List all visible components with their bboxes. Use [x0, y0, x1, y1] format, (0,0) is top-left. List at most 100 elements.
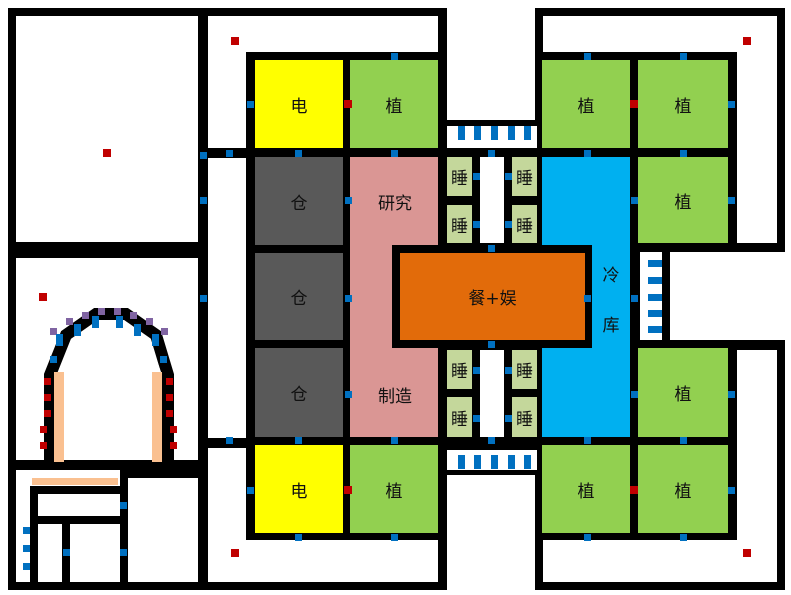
storage-room-1: 仓 [255, 157, 343, 245]
bedroom-hall-bottom [480, 350, 504, 437]
door [391, 437, 398, 444]
door [680, 534, 687, 541]
door [200, 197, 207, 204]
door [491, 455, 498, 469]
door [488, 437, 495, 444]
bedroom-hall-top [480, 157, 504, 243]
room-label: 仓 [290, 385, 308, 405]
door [680, 437, 687, 444]
bedroom: 睡 [447, 350, 472, 389]
tunnel-arch [40, 308, 177, 462]
room-label: 睡 [451, 362, 468, 382]
door [631, 197, 638, 204]
door [345, 295, 352, 302]
marker [231, 37, 239, 45]
door [474, 455, 481, 469]
sandbag-left [54, 372, 64, 462]
room-label: 睡 [516, 362, 533, 382]
room-label: 植 [674, 192, 692, 213]
room-label: 冷 [602, 265, 620, 286]
door [584, 437, 591, 444]
door [391, 150, 398, 157]
door [474, 126, 481, 140]
door [584, 53, 591, 60]
marker [103, 149, 111, 157]
door [200, 152, 207, 159]
room-label: 电 [290, 481, 308, 502]
storage-room-3: 仓 [255, 348, 343, 437]
door [728, 101, 735, 108]
research-label-area: 研究 [350, 157, 440, 245]
door [505, 367, 512, 374]
door [295, 534, 302, 541]
door [295, 150, 302, 157]
sandbag-row [32, 478, 118, 485]
door [120, 549, 127, 556]
door [728, 391, 735, 398]
room-label: 仓 [290, 289, 308, 309]
room-label: 睡 [451, 216, 468, 237]
room-label: 制造 [378, 386, 412, 407]
marker [743, 549, 751, 557]
room-label: 睡 [451, 409, 468, 430]
freezer-label-2: 库 [592, 308, 630, 338]
door [508, 126, 515, 140]
marker [630, 486, 638, 494]
plant-room: 植 [350, 60, 438, 148]
marker [743, 37, 751, 45]
room-label: 研究 [378, 193, 412, 214]
door [391, 534, 398, 541]
room-label: 植 [674, 96, 692, 117]
bedroom: 睡 [512, 350, 537, 389]
room-label: 植 [385, 481, 403, 502]
bedroom: 睡 [447, 397, 472, 437]
plant-room: 植 [542, 60, 630, 148]
bedroom: 睡 [512, 205, 537, 243]
marker [39, 293, 47, 301]
room-label: 餐+娱 [468, 289, 517, 309]
door [23, 527, 30, 534]
vent [648, 277, 662, 284]
door [491, 126, 498, 140]
room-label: 电 [290, 96, 308, 117]
door [226, 150, 233, 157]
marker [344, 100, 352, 108]
room-bottom-left [128, 478, 198, 582]
room-label: 仓 [290, 193, 308, 214]
door [345, 197, 352, 204]
door [505, 221, 512, 228]
door [473, 415, 480, 422]
door [508, 455, 515, 469]
door [473, 221, 480, 228]
room-label: 植 [674, 481, 692, 502]
vent [648, 310, 662, 317]
door [391, 53, 398, 60]
room-label: 睡 [516, 216, 533, 237]
marker [630, 100, 638, 108]
door [488, 245, 495, 252]
corridor [208, 16, 438, 52]
bedroom: 睡 [447, 157, 472, 196]
corridor [208, 50, 246, 148]
wall-segment [32, 516, 120, 524]
plant-room: 植 [638, 348, 728, 437]
door [458, 126, 465, 140]
wall-segment [30, 486, 38, 586]
door [728, 487, 735, 494]
corridor [737, 50, 777, 243]
door [584, 150, 591, 157]
wall-segment [32, 486, 120, 494]
plant-room: 植 [350, 445, 438, 533]
room-label: 植 [577, 481, 595, 502]
plant-room: 植 [638, 60, 728, 148]
room-label: 植 [385, 96, 403, 117]
door [505, 173, 512, 180]
door [584, 295, 591, 302]
door [23, 545, 30, 552]
door [247, 487, 254, 494]
marker [344, 486, 352, 494]
door [458, 455, 465, 469]
room-label: 睡 [516, 409, 533, 430]
door [728, 197, 735, 204]
